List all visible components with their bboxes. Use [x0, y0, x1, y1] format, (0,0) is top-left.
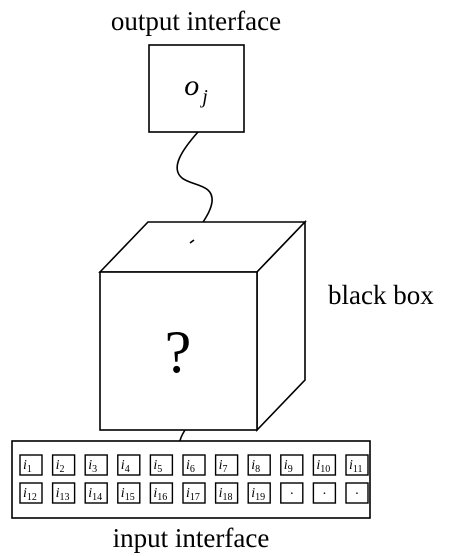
input-cell-subscript: 15 — [125, 492, 135, 503]
input-cell — [117, 482, 141, 504]
input-cell-label: i1 — [23, 458, 32, 475]
input-cell — [345, 454, 369, 476]
input-cell-base: i — [251, 458, 255, 473]
input-cell-subscript: 17 — [190, 492, 200, 503]
input-cell — [51, 482, 76, 504]
wire-on-top-face — [189, 239, 195, 244]
input-cell-label: · — [289, 487, 294, 502]
input-cell-label: i13 — [56, 486, 70, 503]
input-cell-base: i — [349, 458, 353, 473]
input-cell-subscript: 10 — [320, 464, 330, 475]
output-interface-label: output interface — [111, 6, 281, 36]
input-cell — [280, 454, 304, 476]
input-cell-base: i — [88, 486, 92, 501]
input-cell — [51, 454, 76, 476]
input-cell-subscript: 4 — [125, 464, 130, 475]
input-cell — [19, 454, 43, 476]
input-cell — [84, 454, 108, 476]
input-cell-subscript: 2 — [59, 464, 64, 475]
input-cell-label: i19 — [251, 486, 265, 503]
input-cell-label: i15 — [121, 486, 135, 503]
output-symbol: o — [184, 69, 199, 102]
input-cell-label: i3 — [88, 458, 97, 475]
input-cell-label: i11 — [349, 458, 363, 475]
input-cell-label: i14 — [88, 486, 102, 503]
input-cell-label: i6 — [186, 458, 195, 475]
output-subscript: j — [199, 86, 208, 108]
input-cell-base: i — [23, 458, 27, 473]
output-node-box — [148, 44, 245, 133]
input-cell-label: · — [322, 487, 327, 502]
input-cell-subscript: 5 — [157, 464, 162, 475]
input-cell-base: i — [56, 486, 60, 501]
input-cell-base: i — [284, 458, 288, 473]
input-cell-subscript: 11 — [353, 464, 363, 475]
input-cell-base: i — [219, 486, 223, 501]
input-cell-label: i12 — [23, 486, 37, 503]
input-cell-subscript: 7 — [222, 464, 227, 475]
input-cell-label: i8 — [251, 458, 260, 475]
input-cell-subscript: 16 — [157, 492, 167, 503]
input-cell-label: i18 — [219, 486, 233, 503]
input-cell — [312, 482, 337, 504]
input-cell-base: i — [316, 458, 320, 473]
input-cell-base: i — [186, 458, 190, 473]
input-cell — [247, 482, 271, 504]
input-cell — [149, 482, 174, 504]
input-cell — [214, 454, 239, 476]
input-cell-base: i — [153, 486, 157, 501]
input-cell-label: i16 — [153, 486, 167, 503]
input-cell — [19, 482, 43, 504]
input-cell-subscript: 3 — [92, 464, 97, 475]
input-cell — [345, 482, 369, 504]
input-cell-label: i7 — [219, 458, 228, 475]
input-cell-label: i4 — [121, 458, 130, 475]
input-cell-subscript: 8 — [255, 464, 260, 475]
input-cell-label: i5 — [153, 458, 162, 475]
input-cell-label: · — [355, 487, 360, 502]
input-cell-subscript: 6 — [190, 464, 195, 475]
input-cell-base: i — [121, 458, 125, 473]
input-cell — [84, 482, 108, 504]
input-cell-base: i — [153, 458, 157, 473]
input-cell — [182, 454, 206, 476]
input-cell-label: i9 — [284, 458, 293, 475]
input-cell-label: i17 — [186, 486, 200, 503]
input-cell-subscript: 19 — [255, 492, 265, 503]
input-cell-label: i10 — [316, 458, 330, 475]
input-cell-base: i — [88, 458, 92, 473]
input-cell — [280, 482, 304, 504]
input-cell — [149, 454, 174, 476]
question-mark: ? — [165, 319, 192, 385]
input-cell-base: i — [186, 486, 190, 501]
input-interface-frame — [11, 440, 371, 519]
input-cell-base: i — [251, 486, 255, 501]
input-cell-subscript: 18 — [222, 492, 232, 503]
input-cell-base: i — [219, 458, 223, 473]
input-cell-subscript: 12 — [27, 492, 37, 503]
cube-front-face — [99, 271, 258, 431]
input-interface-label: input interface — [113, 523, 270, 553]
input-cell — [182, 482, 206, 504]
input-cell-subscript: 14 — [92, 492, 102, 503]
input-cell — [214, 482, 239, 504]
input-cell — [247, 454, 271, 476]
input-cell-subscript: 1 — [27, 464, 32, 475]
input-cell-subscript: 9 — [288, 464, 293, 475]
input-cell-base: i — [121, 486, 125, 501]
input-cell-subscript: 13 — [59, 492, 69, 503]
input-cell-label: i2 — [56, 458, 65, 475]
input-cell — [117, 454, 141, 476]
input-cell — [312, 454, 337, 476]
input-cell-base: i — [56, 458, 60, 473]
output-wire — [176, 131, 213, 241]
input-cell-base: i — [23, 486, 27, 501]
black-box-label: black box — [328, 280, 434, 310]
